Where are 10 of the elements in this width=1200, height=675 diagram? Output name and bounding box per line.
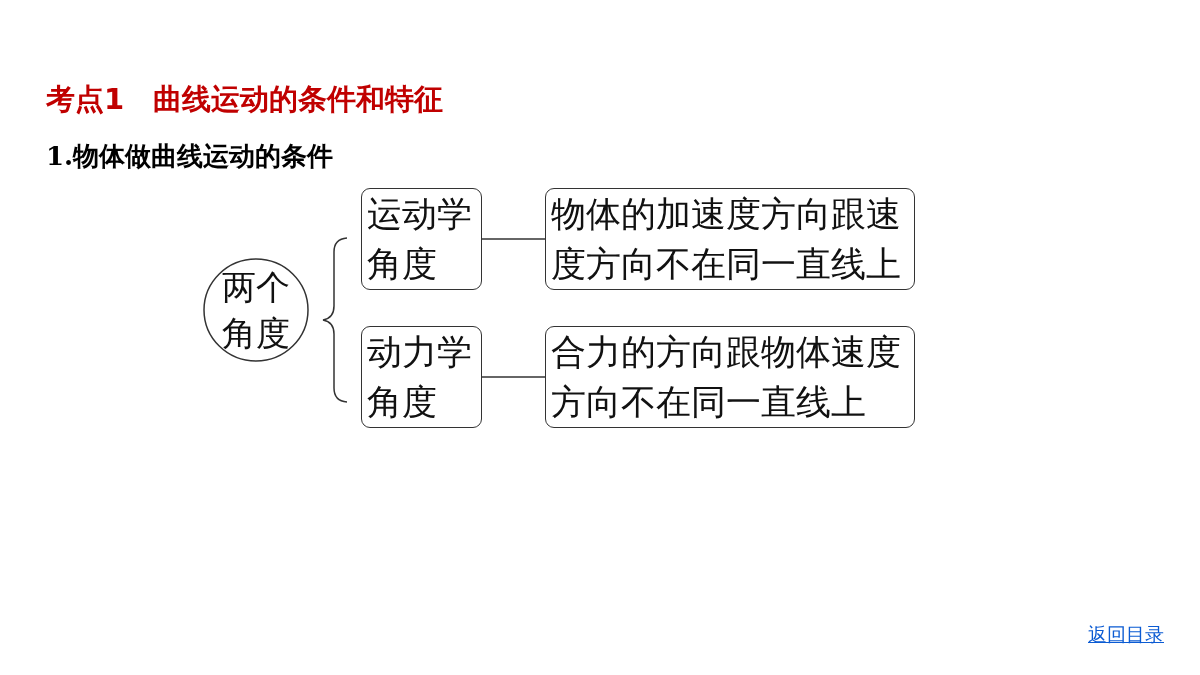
connector-line [481,376,546,378]
circle-node: 两个角度 [203,258,309,362]
heading: 考点1 曲线运动的条件和特征 [46,81,444,118]
text-box: 合力的方向跟物体速度方向不在同一直线上 [545,326,915,428]
subheading: 1.物体做曲线运动的条件 [46,140,334,173]
connector-line [481,238,546,240]
text-box: 物体的加速度方向跟速度方向不在同一直线上 [545,188,915,290]
back-link: 返回目录 [1088,622,1164,646]
text-box: 运动学角度 [361,188,482,290]
text-box: 动力学角度 [361,326,482,428]
